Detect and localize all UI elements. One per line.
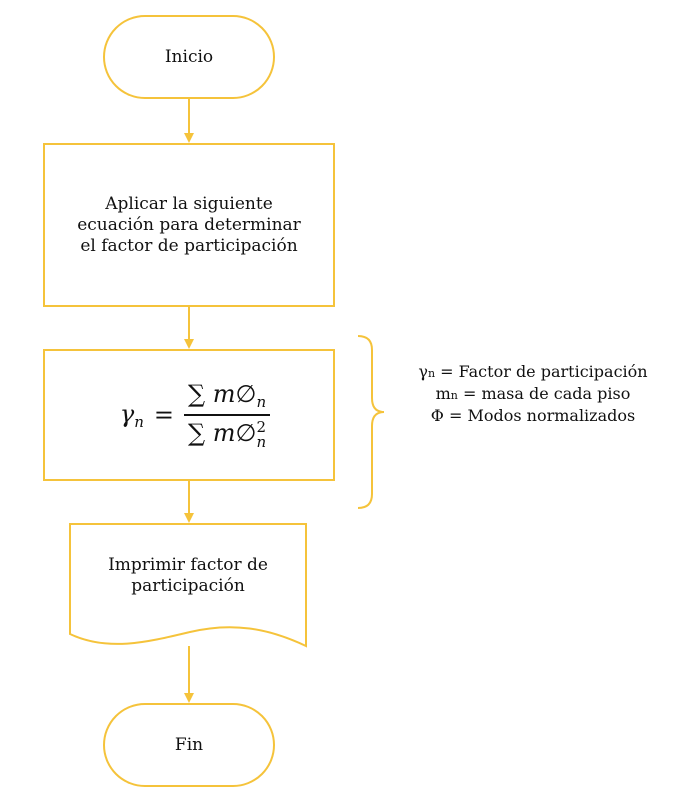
legend-symbol: Φ: [430, 406, 444, 425]
legend-subscript: n: [427, 367, 436, 380]
legend-text: = Factor de participación: [435, 362, 648, 381]
process-label-line: ecuación para determinar: [77, 214, 301, 235]
formula-exponent: 2: [256, 417, 266, 436]
legend-brace: [357, 335, 385, 509]
end-label-text: Fin: [174, 734, 204, 755]
formula-mass: m: [212, 380, 236, 409]
legend: γn = Factor de participación mn = masa d…: [378, 362, 688, 428]
formula-fraction-bar: [184, 414, 271, 417]
end-terminal: [103, 703, 275, 787]
output-label: Imprimir factor de participación: [70, 544, 306, 608]
legend-item-gamma: γn = Factor de participación: [378, 362, 688, 384]
output-label-line: Imprimir factor de: [108, 555, 268, 575]
formula-sum: ∑: [188, 419, 206, 448]
output-document: [69, 523, 307, 648]
formula-numerator: ∑ m∅n: [184, 380, 270, 411]
formula-subscript: n: [256, 393, 267, 412]
legend-subscript: n: [450, 389, 458, 402]
process-label-line: el factor de participación: [80, 235, 298, 256]
end-label: Fin: [104, 704, 274, 786]
formula-lhs: γn: [120, 400, 144, 431]
start-label-text: Inicio: [164, 46, 214, 67]
start-label: Inicio: [104, 16, 274, 98]
legend-text: = masa de cada piso: [457, 384, 631, 403]
legend-item-mass: mn = masa de cada piso: [378, 384, 688, 406]
process-label: Aplicar la siguiente ecuación para deter…: [44, 144, 334, 306]
formula-mode: ∅: [235, 380, 257, 409]
formula-equals: =: [153, 401, 174, 429]
formula-subscript: n: [256, 432, 267, 451]
legend-symbol: m: [435, 384, 451, 403]
process-label-line: Aplicar la siguiente: [105, 193, 273, 214]
formula-sum: ∑: [188, 380, 206, 409]
formula-mass: m: [212, 419, 236, 448]
output-label-line: participación: [131, 576, 245, 596]
legend-symbol: γ: [418, 362, 428, 381]
legend-text: = Modos normalizados: [443, 406, 636, 425]
legend-item-phi: Φ = Modos normalizados: [378, 406, 688, 428]
formula-subscript: n: [134, 412, 144, 431]
formula-mode: ∅: [235, 419, 257, 448]
formula-gamma: γ: [119, 399, 135, 428]
process-box: [43, 143, 335, 307]
